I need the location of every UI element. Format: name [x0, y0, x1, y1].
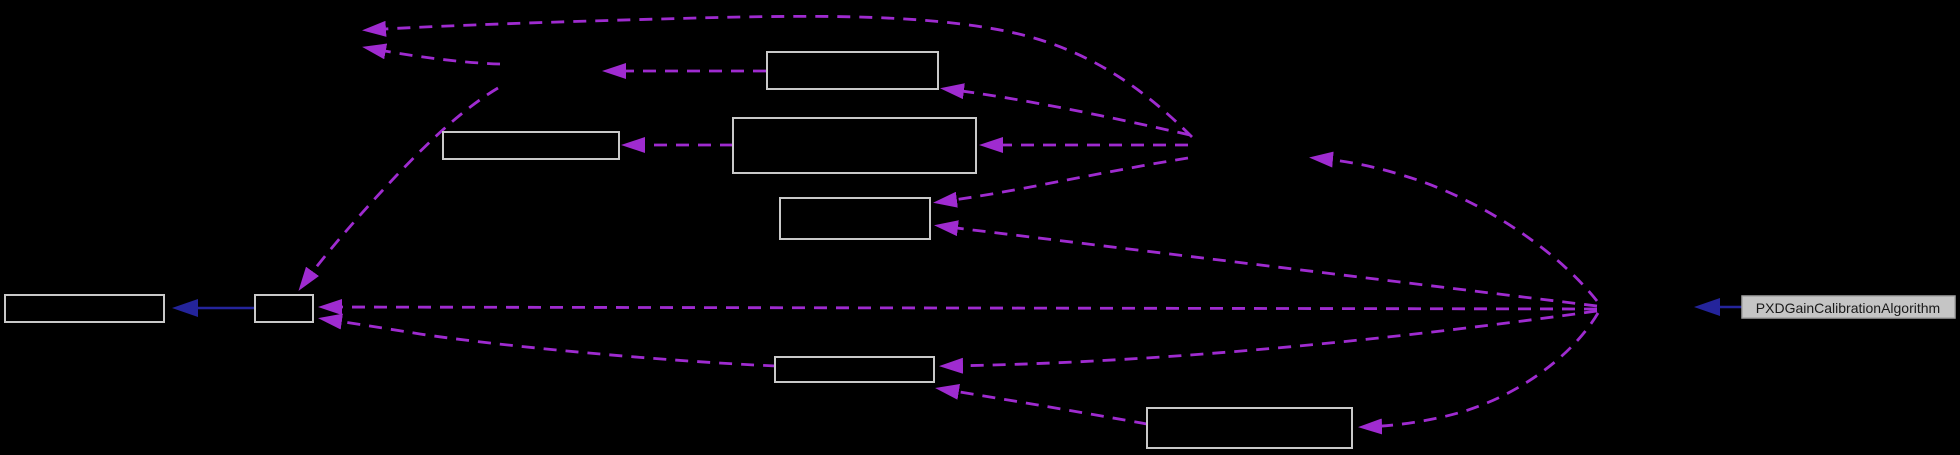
edge-12-right-to-lowercenter: [939, 309, 1598, 374]
class-node-wide-middle[interactable]: [732, 117, 977, 174]
class-node-center[interactable]: [779, 197, 931, 240]
edge-6-junction-to-topbox: [940, 83, 1191, 137]
highlighted-node-box[interactable]: [1741, 295, 1956, 319]
edge-9-right-up-curve: [1309, 151, 1599, 302]
class-node-top[interactable]: [766, 51, 939, 90]
class-node-bottom[interactable]: [1146, 407, 1353, 449]
highlighted-class-node[interactable]: PXDGainCalibrationAlgorithm: [1741, 295, 1956, 319]
edge-11-long-horizontal: [318, 299, 1598, 316]
class-node-small-left[interactable]: [254, 294, 314, 323]
edge-1-top-long-curve: [362, 14, 1193, 138]
edge-14-lowercenter-to-smallleft: [318, 313, 777, 368]
edge-10-right-to-center-lower: [934, 220, 1598, 308]
class-node-lower-center[interactable]: [774, 356, 935, 383]
edge-2-upper-left-short: [362, 43, 501, 66]
edge-4-left-curve-down: [298, 86, 499, 291]
class-node-mid-left[interactable]: [442, 131, 620, 160]
edge-8-junction-to-center-upper: [933, 156, 1189, 208]
edge-13-right-down-to-bottom: [1358, 312, 1600, 435]
class-node-far-left[interactable]: [4, 294, 165, 323]
edge-15-bottom-to-lowercenter: [935, 383, 1148, 426]
highlighted-node-label: PXDGainCalibrationAlgorithm: [1756, 300, 1940, 316]
